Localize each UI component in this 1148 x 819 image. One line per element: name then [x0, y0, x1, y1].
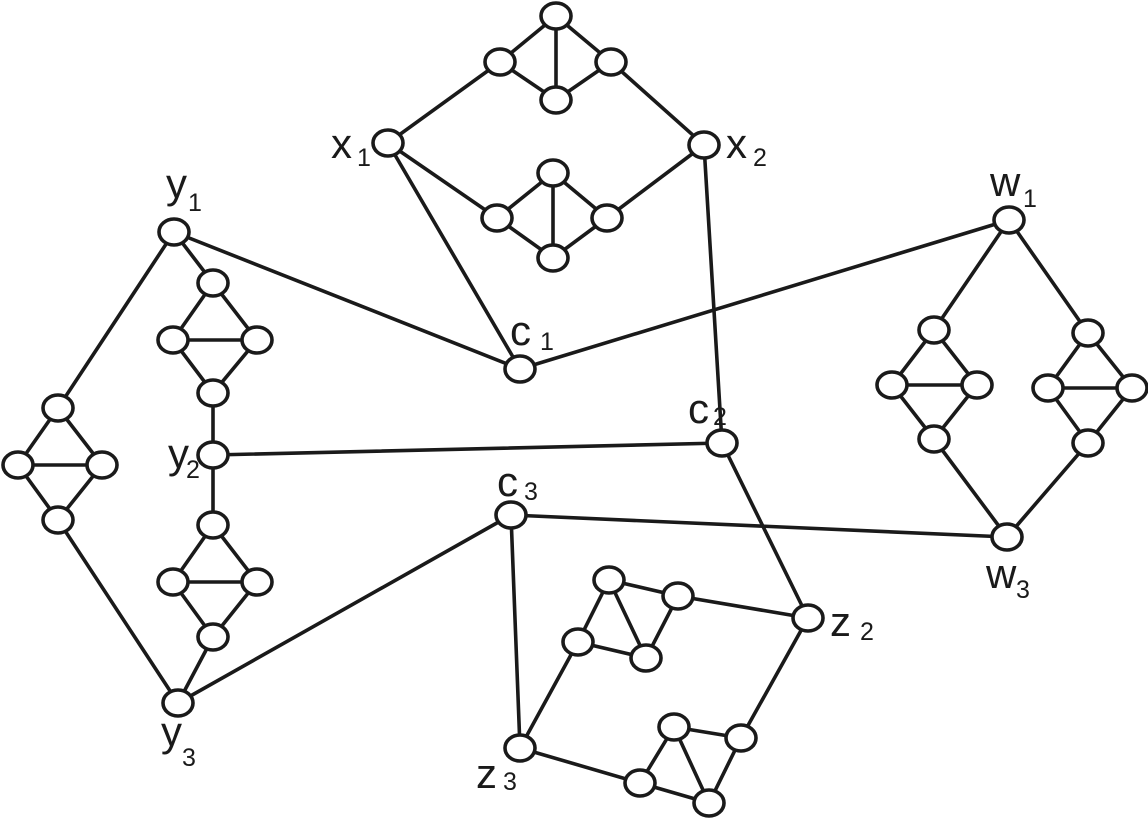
edge-x1-xa_l: [386, 60, 502, 145]
node-za_b: [661, 581, 695, 611]
edge-w1-wa_t: [932, 218, 1011, 332]
edge-y1-c1: [172, 230, 522, 371]
edge-x2-c2: [702, 143, 724, 445]
node-za_d: [629, 643, 663, 673]
edge-wb_b-w3: [1005, 441, 1090, 539]
label-subscript-c1: 1: [540, 328, 554, 356]
label-subscript-y1: 1: [188, 189, 202, 217]
node-yc_l: [1, 450, 35, 480]
node-xa_t: [539, 1, 573, 31]
node-xb_r: [590, 203, 624, 233]
label-x1: x: [331, 120, 352, 167]
label-subscript-c3: 3: [524, 478, 538, 506]
node-x2: [687, 130, 721, 160]
node-w1: [992, 205, 1026, 235]
label-w1: w: [989, 158, 1021, 205]
edge-c1-w1: [518, 218, 1011, 371]
edge-xa_r-x2: [609, 60, 706, 147]
node-w3: [990, 522, 1024, 552]
node-c3: [494, 500, 528, 530]
node-wb_t: [1071, 318, 1105, 348]
node-ya_l: [156, 325, 190, 355]
label-c2: c: [688, 385, 709, 432]
node-zb_d: [692, 788, 726, 818]
label-subscript-w1: 1: [1023, 185, 1037, 213]
node-yb_l: [156, 567, 190, 597]
edge-w1-wb_t: [1007, 218, 1090, 335]
edge-y1-yc_t: [56, 230, 176, 410]
edge-y2-c2: [211, 441, 724, 457]
node-z3: [503, 733, 537, 763]
node-xa_b: [539, 85, 573, 115]
node-wa_l: [875, 370, 909, 400]
edge-z2-zb_b: [739, 616, 810, 740]
label-subscript-z2: 2: [860, 618, 874, 646]
node-x1: [371, 128, 405, 158]
node-xb_l: [480, 203, 514, 233]
node-y1: [157, 217, 191, 247]
node-yb_r: [240, 567, 274, 597]
label-subscript-y3: 3: [182, 744, 196, 772]
node-xa_l: [483, 47, 517, 77]
node-ya_b: [196, 378, 230, 408]
node-yc_b: [41, 505, 75, 535]
label-c3: c: [497, 458, 518, 505]
edge-layer: [16, 14, 1134, 805]
node-wa_r: [960, 370, 994, 400]
node-y3: [161, 688, 195, 718]
edge-yc_b-y3: [56, 518, 180, 705]
label-subscript-y2: 2: [186, 456, 200, 484]
node-za_c: [561, 627, 595, 657]
node-wb_r: [1115, 373, 1148, 403]
node-xb_b: [536, 243, 570, 273]
node-z2: [791, 603, 825, 633]
edge-y3-c3: [176, 513, 513, 705]
label-z3: z: [476, 750, 497, 797]
node-xa_r: [594, 47, 628, 77]
edge-x1-c1: [386, 141, 522, 371]
node-ya_r: [240, 325, 274, 355]
edge-wa_b-w3: [932, 437, 1009, 539]
label-y1: y: [166, 160, 187, 207]
node-yb_b: [196, 622, 230, 652]
node-c2: [705, 428, 739, 458]
node-zb_c: [623, 768, 657, 798]
node-wa_t: [917, 315, 951, 345]
node-zb_b: [724, 723, 758, 753]
edge-xb_r-x2: [605, 143, 706, 220]
label-subscript-c2: 2: [713, 403, 727, 431]
label-c1: c: [510, 307, 531, 354]
label-z2: z: [830, 598, 851, 645]
label-w3: w: [985, 550, 1017, 597]
label-subscript-x2: 2: [753, 144, 767, 172]
node-wb_b: [1071, 428, 1105, 458]
edge-x1-xb_l: [386, 141, 499, 220]
node-c1: [503, 354, 537, 384]
edge-za_c-z3: [518, 640, 580, 750]
label-y3: y: [161, 708, 182, 755]
label-y2: y: [168, 430, 189, 477]
edge-zb_c-z3: [518, 746, 642, 785]
node-y2: [196, 440, 230, 470]
label-subscript-x1: 1: [357, 144, 371, 172]
node-yc_r: [85, 450, 119, 480]
node-za_a: [592, 565, 626, 595]
node-wa_b: [917, 424, 951, 454]
node-wb_l: [1031, 373, 1065, 403]
node-ya_t: [196, 268, 230, 298]
node-yc_t: [41, 393, 75, 423]
edge-z2-za_b: [676, 594, 810, 620]
edge-c3-w3: [509, 513, 1009, 539]
label-subscript-w3: 3: [1016, 576, 1030, 604]
edge-c3-z3: [509, 513, 522, 750]
node-yb_t: [196, 510, 230, 540]
node-xb_t: [536, 158, 570, 188]
label-x2: x: [726, 120, 747, 167]
node-zb_a: [657, 712, 691, 742]
edge-c2-z2: [720, 441, 810, 620]
label-subscript-z3: 3: [503, 768, 517, 796]
